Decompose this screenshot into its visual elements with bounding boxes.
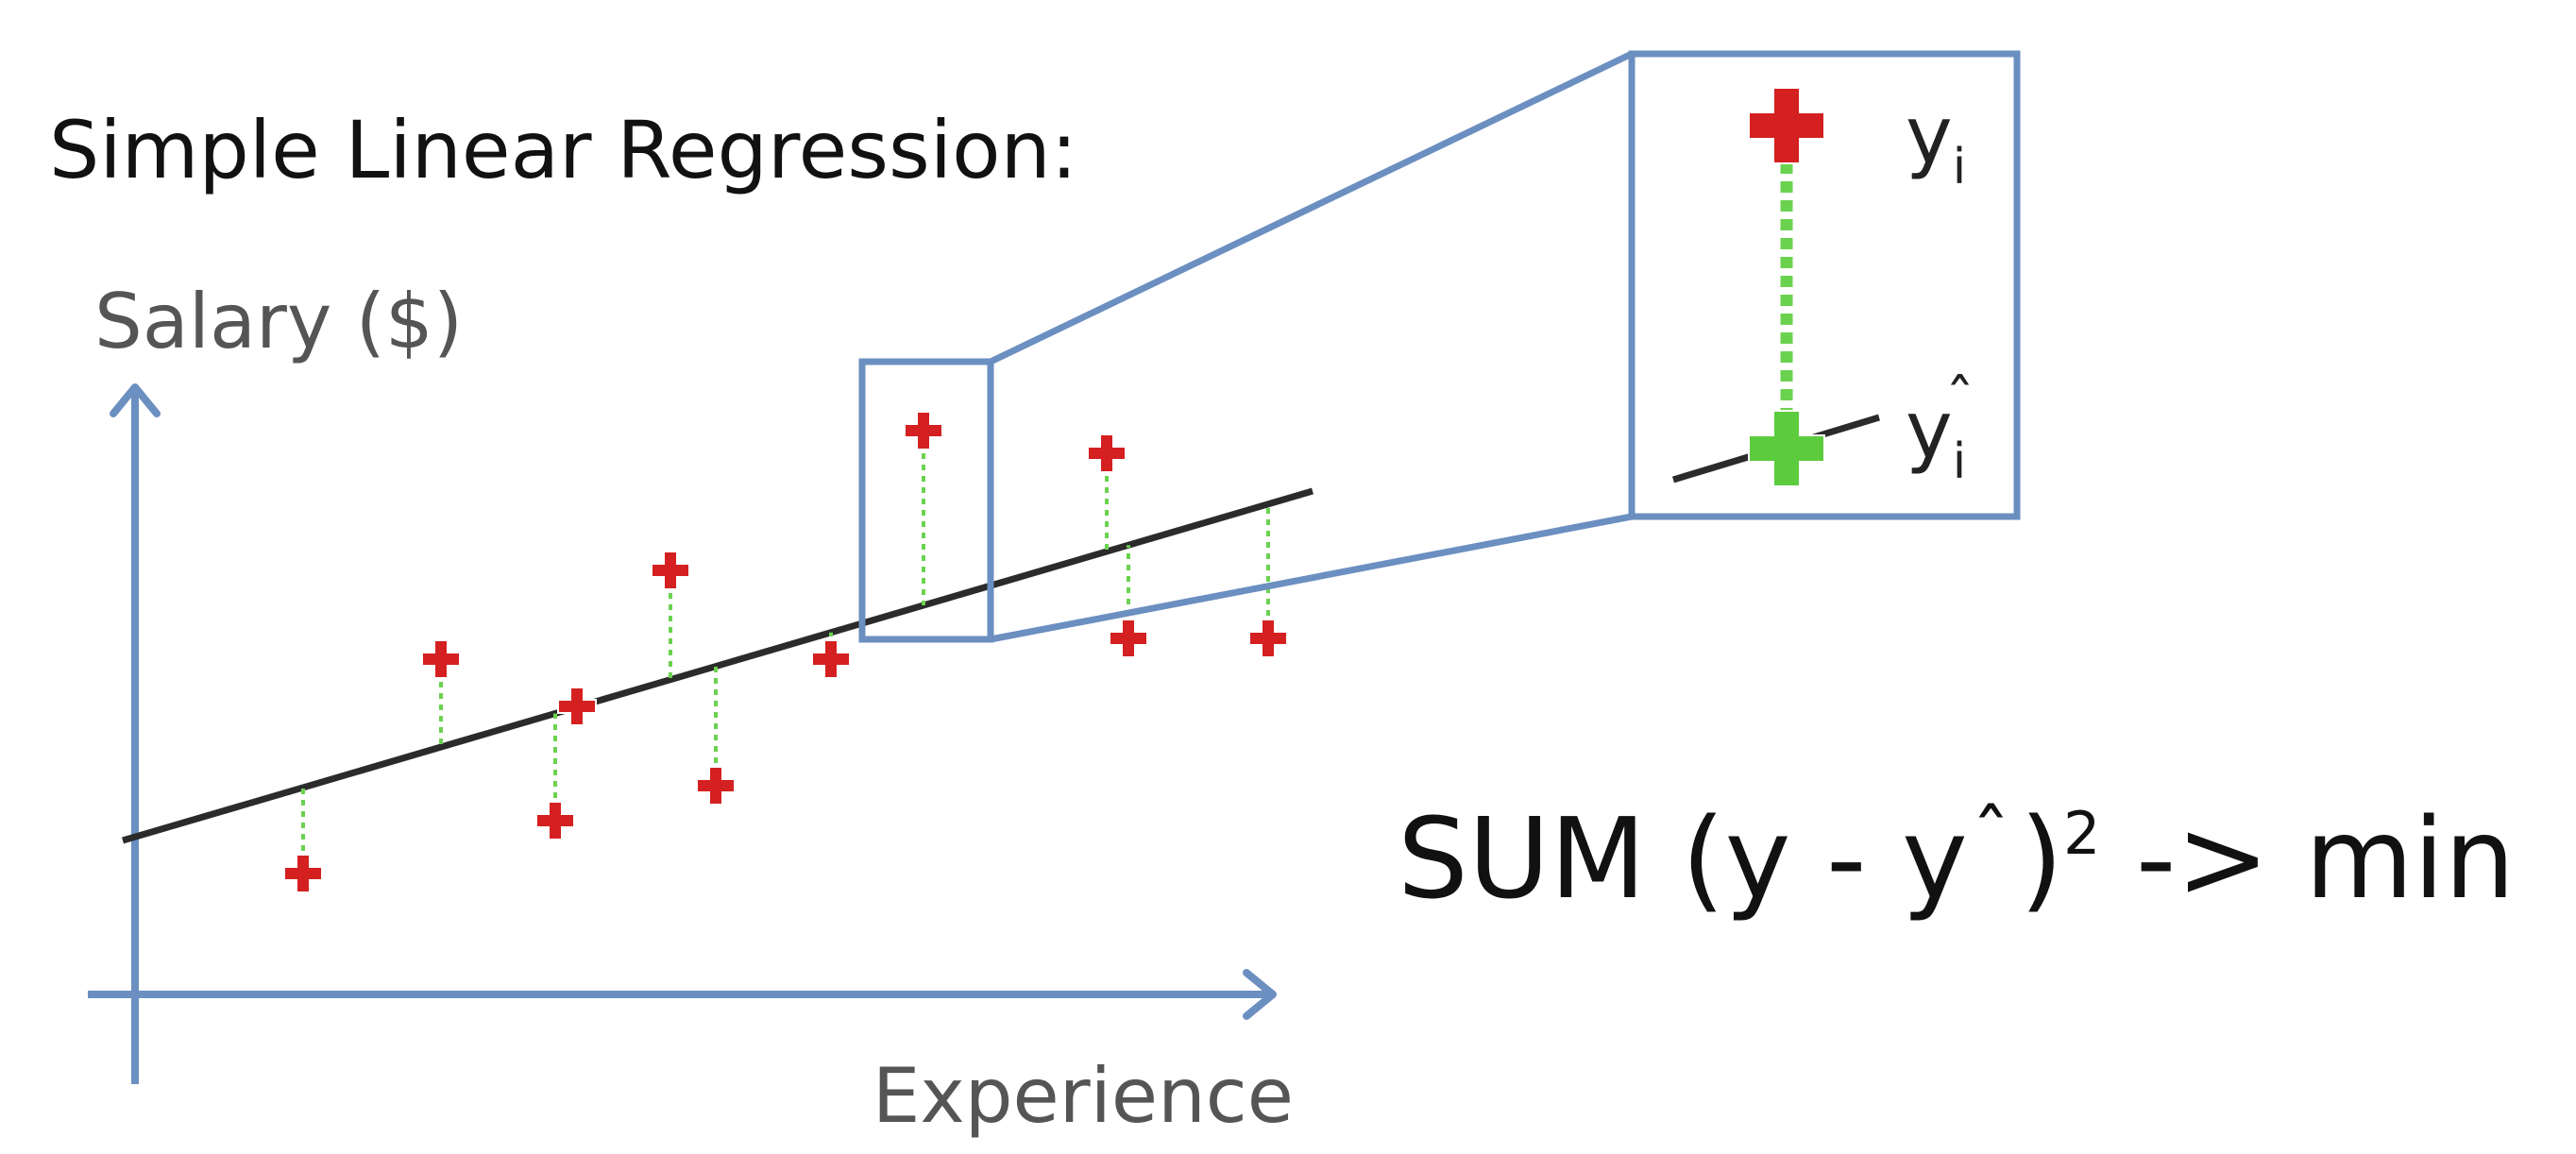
predicted-value-label: yi (1906, 383, 1966, 490)
formula-hat: ˆ (1972, 794, 2010, 884)
data-point-1 (283, 854, 323, 893)
green-plus-icon (1748, 410, 1825, 487)
actual-label-subscript: i (1953, 139, 1966, 195)
data-points (283, 411, 1288, 893)
data-point-9 (1087, 433, 1127, 473)
y-axis-label: Salary ($) (94, 278, 463, 365)
diagram-title: Simple Linear Regression: (49, 104, 1077, 196)
formula-close: ) (2020, 793, 2063, 924)
x-axis-arrowhead (1243, 969, 1277, 1020)
formula-power: 2 (2063, 799, 2100, 868)
data-point-10 (1109, 619, 1148, 658)
zoom-connector-bottom (990, 513, 1633, 643)
x-axis-label: Experience (873, 1052, 1294, 1140)
zoom-box (1628, 50, 2021, 520)
zoom-actual-point (1748, 87, 1825, 164)
formula-prefix: SUM (y - y (1398, 793, 1968, 924)
zoom-callout: yi yi ˆ (858, 50, 2021, 643)
data-point-11 (1248, 619, 1288, 658)
red-plus-icon (1748, 87, 1825, 164)
axes (88, 383, 1277, 1084)
data-point-5 (651, 551, 690, 590)
regression-line (122, 487, 1313, 844)
data-point-8 (904, 411, 943, 450)
actual-label-base: y (1906, 89, 1953, 181)
zoom-connector-top (989, 50, 1634, 365)
actual-value-label: yi (1906, 89, 1966, 195)
predicted-label-subscript: i (1953, 433, 1966, 490)
formula-suffix: -> min (2100, 793, 2515, 924)
loss-formula: SUM (y - yˆ)2 -> min (1398, 793, 2515, 924)
data-point-4 (557, 687, 597, 726)
y-axis-arrowhead (110, 383, 161, 417)
zoom-predicted-point (1748, 410, 1825, 487)
data-point-3 (535, 801, 575, 840)
data-point-2 (421, 639, 461, 679)
data-point-7 (811, 639, 851, 679)
data-point-6 (696, 766, 736, 806)
predicted-label-base: y (1906, 383, 1953, 476)
highlight-box (858, 358, 994, 643)
predicted-label-hat: ˆ (1945, 366, 1974, 435)
